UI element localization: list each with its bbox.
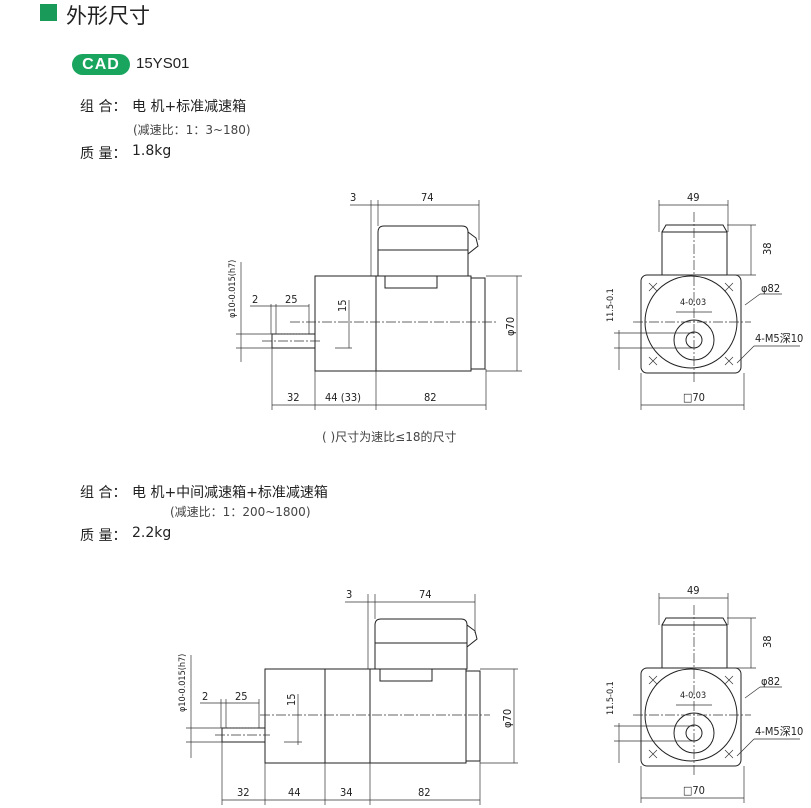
dim-32: 32 (287, 391, 300, 404)
dim-32-2: 32 (237, 786, 250, 799)
drawing-line (744, 293, 761, 306)
combo-value: 电 机+标准减速箱 (132, 99, 247, 115)
dim-49-2: 49 (687, 584, 700, 597)
motor-body-2 (369, 668, 467, 764)
gearhead (314, 275, 377, 372)
page-title: 外形尺寸 (66, 4, 150, 28)
dim-25-2: 25 (235, 690, 248, 703)
drawing-line (744, 686, 761, 699)
dim-82-2: 82 (418, 786, 431, 799)
dim-phi70: φ70 (504, 317, 517, 336)
dim-key-width-2: 4-0.03 (680, 691, 706, 701)
front-view-2: 49 38 φ82 4-0.03 11.5-0.1 4-M5深10 □70 (606, 584, 803, 803)
dim-74: 74 (421, 191, 434, 204)
dim-15: 15 (336, 299, 349, 312)
dim-shaft-offset-2: 11.5-0.1 (606, 681, 616, 715)
terminal-box-2 (374, 642, 468, 670)
dim-44: 44 (33) (325, 391, 361, 404)
dim-phi82: φ82 (761, 282, 780, 295)
dim-25: 25 (285, 293, 298, 306)
side-view-2: 3 74 32 44 34 82 φ70 φ10-0.015(h7) 2 25 … (178, 588, 518, 805)
drawing-line (648, 282, 734, 366)
combo-label: 组 合： (80, 99, 127, 115)
dim-38-2: 38 (761, 635, 774, 648)
combo-value-2: 电 机+中间减速箱+标准减速箱 (132, 485, 328, 501)
dim-38: 38 (761, 242, 774, 255)
motor-rear-cap (470, 277, 486, 370)
drawing-line (661, 617, 728, 626)
drawing-line (648, 675, 734, 759)
dim-74-2: 74 (419, 588, 432, 601)
drawing-line (467, 231, 479, 256)
dim-mount-holes-2: 4-M5深10 (755, 725, 803, 738)
dim-phi70-2: φ70 (501, 709, 514, 728)
dim-mount-holes: 4-M5深10 (755, 332, 803, 345)
ratio-range: (减速比：1：3~180) (133, 123, 251, 137)
dim-15-2: 15 (285, 693, 298, 706)
motor-body (375, 275, 472, 372)
dim-3-2: 3 (346, 588, 352, 601)
drawing-line (661, 224, 728, 233)
dim-2-2: 2 (202, 690, 208, 703)
dim-shaft-offset: 11.5-0.1 (606, 288, 616, 322)
drawing-line (648, 675, 734, 759)
mass-value-2: 2.2kg (132, 525, 172, 541)
dim-49: 49 (687, 191, 700, 204)
mass-label: 质 量： (80, 146, 127, 162)
dim-phi82-2: φ82 (761, 675, 780, 688)
dim-82: 82 (424, 391, 437, 404)
combo-label-2: 组 合： (80, 485, 127, 501)
dim-key-width: 4-0.03 (680, 298, 706, 308)
side-view-1: 3 74 32 44 (33) 82 φ70 φ10-0.015(h7) 2 2… (228, 191, 522, 410)
dim-shaft-diameter: φ10-0.015(h7) (228, 260, 238, 318)
drawing-line (384, 275, 438, 289)
model-number: 15YS01 (136, 55, 190, 72)
terminal-box (377, 249, 469, 277)
intermediate-gearhead (324, 668, 371, 764)
ratio-range-2: (减速比：1：200~1800) (170, 505, 311, 519)
drawing-line (377, 225, 469, 250)
flange (640, 274, 742, 374)
drawing-line (465, 670, 481, 762)
mass-value: 1.8kg (132, 143, 172, 159)
drawing-line (736, 738, 755, 757)
dim-34: 34 (340, 786, 353, 799)
flange-2 (640, 667, 742, 767)
drawing-line (379, 668, 433, 682)
title-marker (40, 4, 57, 21)
dim-square70: □70 (683, 391, 705, 404)
gearhead-2 (264, 668, 326, 764)
drawing-line (736, 345, 755, 364)
drawing-line (648, 282, 734, 366)
drawing-line (466, 624, 478, 649)
dim-shaft-diameter-2: φ10-0.015(h7) (178, 654, 188, 712)
dim-44-2: 44 (288, 786, 301, 799)
dim-3: 3 (350, 191, 356, 204)
drawing-line (374, 618, 468, 643)
cad-download-button[interactable]: CAD (72, 54, 130, 75)
dimension-note: ( )尺寸为速比≤18的尺寸 (322, 430, 457, 444)
dim-2: 2 (252, 293, 258, 306)
drawing-line (661, 624, 728, 669)
mass-label-2: 质 量： (80, 528, 127, 544)
dim-square70-2: □70 (683, 784, 705, 797)
terminal-box-front (661, 231, 728, 276)
front-view-1: 49 38 φ82 4-0.03 11.5-0.1 4-M5深10 □70 (606, 191, 803, 410)
